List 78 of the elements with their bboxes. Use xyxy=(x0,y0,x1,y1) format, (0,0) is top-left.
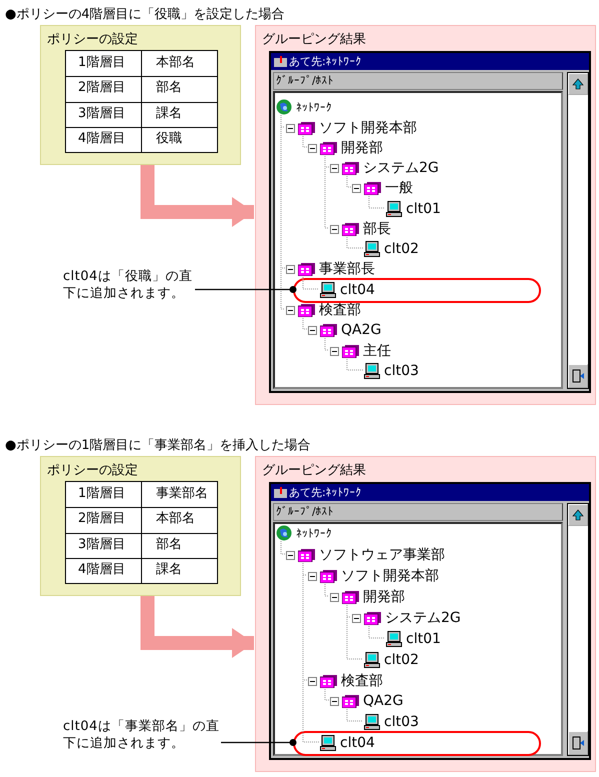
tree-line xyxy=(346,708,364,722)
panel-heading: グルーピング結果 xyxy=(262,31,366,48)
panel-heading: グルーピング結果 xyxy=(262,462,366,479)
tree-item-label: 検査部 xyxy=(319,301,361,319)
tree-item-label: 主任 xyxy=(363,342,391,360)
tree-item-label: clt03 xyxy=(384,714,419,730)
window-title: あて先:ﾈｯﾄﾜｰｸ xyxy=(289,54,362,69)
tree-item-label: 事業部長 xyxy=(319,260,375,278)
table-cell: 1階層目 xyxy=(66,51,142,78)
tree-line xyxy=(302,136,308,148)
settings-panel xyxy=(40,25,241,165)
table-cell-text: 課名 xyxy=(155,560,183,579)
tree-line xyxy=(346,236,364,248)
app-window xyxy=(269,51,591,393)
tree-item-label: clt02 xyxy=(384,241,419,257)
tree-item-label: clt02 xyxy=(384,652,419,668)
tree-line xyxy=(280,114,286,310)
tree-line xyxy=(302,276,320,290)
table-cell: 1階層目 xyxy=(66,482,142,508)
leader-line xyxy=(195,286,296,293)
section-heading: ●ポリシーの4階層目に「役職」を設定した場合 xyxy=(5,6,285,23)
tree-item-label: 部長 xyxy=(363,220,391,238)
column-header: ｸﾞﾙｰﾌﾟ/ﾎｽﾄ xyxy=(273,503,563,521)
table-cell: 3階層目 xyxy=(66,102,142,128)
tree-item-label: clt04 xyxy=(340,282,375,298)
tree-item-label: 開発部 xyxy=(341,139,383,157)
tree-line xyxy=(324,584,330,596)
tree-line xyxy=(302,562,320,742)
table-cell: 本部名 xyxy=(142,51,217,78)
tree-item-label: clt03 xyxy=(384,363,419,379)
tree-item-label: ソフト開発本部 xyxy=(341,567,439,585)
app-window xyxy=(269,482,591,760)
tree-item-label: QA2G xyxy=(363,693,404,709)
tree-item-label: システム2G xyxy=(385,609,461,627)
tree-item-label: 検査部 xyxy=(341,672,383,690)
table-cell: 3階層目 xyxy=(66,532,142,559)
tree-item-label: ソフトウェア事業部 xyxy=(319,546,445,564)
result-panel xyxy=(255,456,596,772)
settings-panel xyxy=(40,456,241,596)
tree-line xyxy=(368,626,386,638)
table-cell: 部名 xyxy=(142,76,217,102)
column-header: ｸﾞﾙｰﾌﾟ/ﾎｽﾄ xyxy=(273,72,563,90)
table-cell: 部名 xyxy=(142,532,217,559)
result-panel xyxy=(255,25,596,405)
tree-item-label: 一般 xyxy=(385,179,413,197)
annotation-text: clt04は「役職」の直下に追加されます。 xyxy=(63,268,195,302)
table-cell: 本部名 xyxy=(142,507,217,534)
tree-line xyxy=(346,358,364,370)
tree-item-label: システム2G xyxy=(363,159,439,177)
tree-item-label: clt04 xyxy=(340,735,375,751)
tree-line xyxy=(346,604,364,660)
window-title: あて先:ﾈｯﾄﾜｰｸ xyxy=(289,485,362,500)
tree-item-label: ソフト開発本部 xyxy=(319,119,417,137)
tree-item-label: QA2G xyxy=(341,322,382,338)
table-cell: 4階層目 xyxy=(66,558,142,583)
section-heading: ●ポリシーの1階層目に「事業部名」を挿入した場合 xyxy=(5,437,311,454)
tree-line xyxy=(324,688,330,700)
tree-line xyxy=(302,318,308,330)
tree-item-label: clt01 xyxy=(406,631,441,647)
tree-item-label: ﾈｯﾄﾜｰｸ xyxy=(296,100,332,114)
tree-item-label: 開発部 xyxy=(363,588,405,606)
table-cell: 課名 xyxy=(142,102,217,128)
tree-line xyxy=(368,196,386,208)
table-cell: 2階層目 xyxy=(66,76,142,102)
tree-item-label: ﾈｯﾄﾜｰｸ xyxy=(296,526,332,540)
tree-item-label: clt01 xyxy=(406,201,441,217)
tree-line xyxy=(280,540,286,554)
table-cell-text: 役職 xyxy=(155,130,183,148)
tree-line xyxy=(324,338,330,350)
panel-heading: ポリシーの設定 xyxy=(47,31,138,48)
table-cell: 事業部名 xyxy=(142,482,217,508)
panel-heading: ポリシーの設定 xyxy=(47,462,138,479)
tree-line xyxy=(346,176,352,188)
table-cell: 4階層目 xyxy=(66,126,142,152)
table-cell: 2階層目 xyxy=(66,507,142,534)
annotation-text: clt04は「事業部名」の直下に追加されます。 xyxy=(63,718,221,752)
leader-line xyxy=(221,739,296,746)
tree-line xyxy=(324,156,330,228)
